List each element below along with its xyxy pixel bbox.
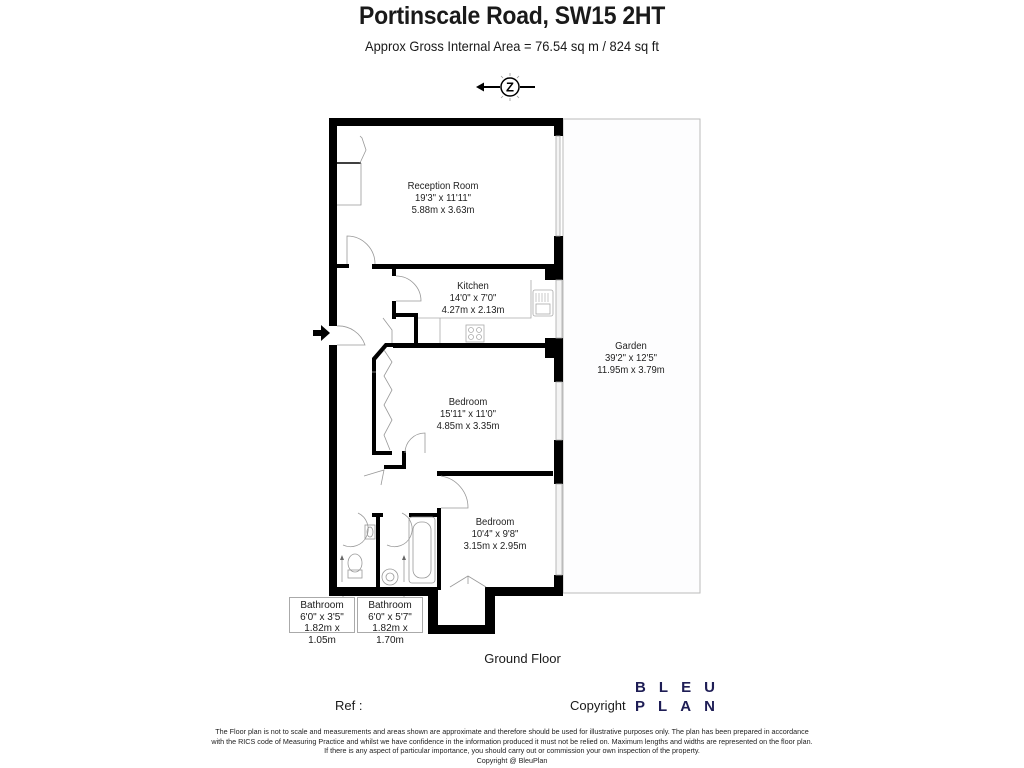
garden-area (562, 118, 701, 594)
gross-area: Approx Gross Internal Area = 76.54 sq m … (365, 38, 659, 54)
svg-text:Z: Z (506, 80, 514, 95)
doors (336, 235, 469, 548)
interior-walls (337, 264, 553, 591)
compass-north-icon: Z (476, 73, 535, 101)
bedroom-corner-wall (372, 343, 396, 360)
ref-label: Ref : (335, 698, 363, 713)
entrance-arrow-icon (313, 325, 330, 341)
room-label-reception: Reception Room 19'3" x 11'11" 5.88m x 3.… (407, 181, 479, 216)
kitchen-units (418, 280, 554, 343)
room-label-kitchen: Kitchen 14'0" x 7'0" 4.27m x 2.13m (441, 281, 505, 316)
room-label-bathroom-2: Bathroom 6'0" x 5'7" 1.82m x 1.70m (357, 597, 423, 646)
room-label-bathroom-1: Bathroom 6'0" x 3'5" 1.82m x 1.05m (289, 597, 355, 646)
copyright-label: Copyright (570, 698, 626, 713)
room-label-garden: Garden 39'2" x 12'5" 11.95m x 3.79m (597, 341, 665, 376)
room-label-bedroom-2: Bedroom 10'4" x 9'8" 3.15m x 2.95m (463, 517, 527, 552)
disclaimer: The Floor plan is not to scale and measu… (211, 727, 813, 765)
wardrobes (337, 135, 393, 486)
windows (555, 135, 563, 576)
floor-name: Ground Floor (484, 651, 561, 666)
page-title: Portinscale Road, SW15 2HT (359, 2, 665, 30)
room-label-bedroom-1: Bedroom 15'11" x 11'0" 4.85m x 3.35m (436, 397, 500, 432)
bathroom-fixtures (341, 516, 436, 602)
closet-doors (449, 575, 487, 588)
exterior-walls (329, 118, 563, 634)
